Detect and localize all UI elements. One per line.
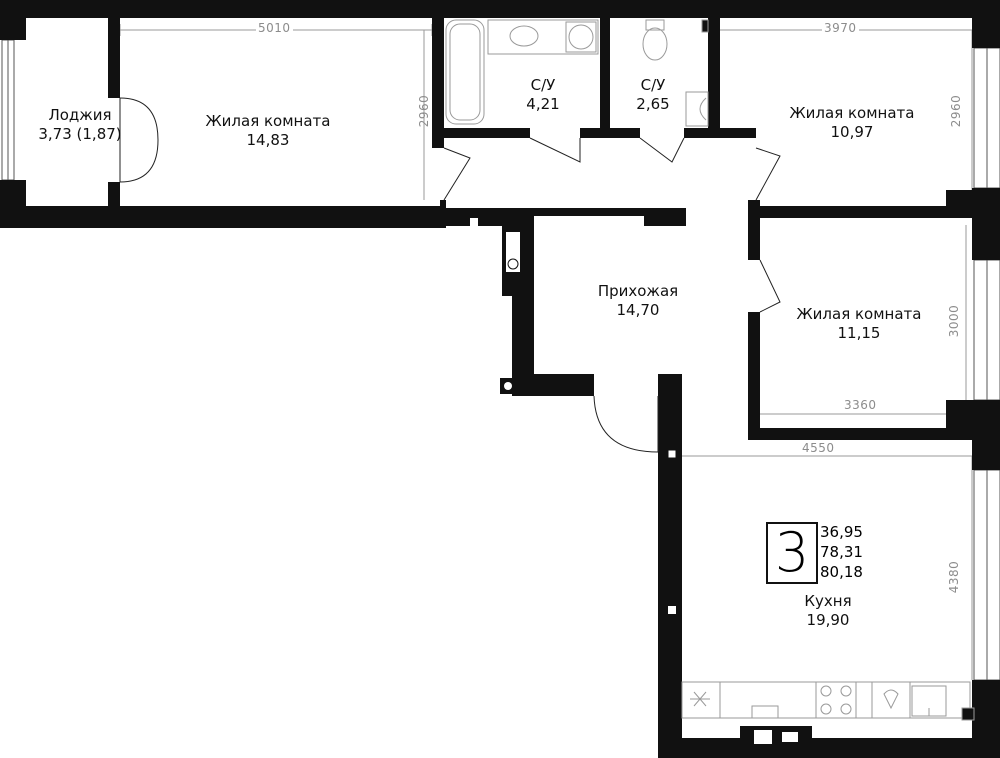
dim-kitchen-width: 4550 bbox=[800, 441, 837, 455]
living-room-1-label: Жилая комната 14,83 bbox=[206, 112, 331, 150]
room-area: 2,65 bbox=[636, 95, 670, 113]
living-room-2-label: Жилая комната 10,97 bbox=[790, 104, 915, 142]
dim-kitchen-depth: 4380 bbox=[947, 560, 961, 594]
dim-living2-depth: 2960 bbox=[949, 94, 963, 128]
room-area: 14,70 bbox=[616, 301, 660, 319]
living-area: 36,95 bbox=[820, 523, 863, 541]
hallway-label: Прихожая 14,70 bbox=[598, 282, 678, 320]
bathroom-1-label: С/У 4,21 bbox=[526, 76, 559, 114]
loggia-label: Лоджия 3,73 (1,87) bbox=[38, 106, 121, 144]
room-name: Жилая комната bbox=[205, 112, 331, 130]
kitchen-label: Кухня 19,90 bbox=[804, 592, 851, 630]
room-area: 10,97 bbox=[830, 123, 874, 141]
room-area: 14,83 bbox=[246, 131, 290, 149]
rooms-count: 3 bbox=[766, 522, 818, 584]
bathroom-2-label: С/У 2,65 bbox=[636, 76, 669, 114]
room-name: С/У bbox=[530, 76, 556, 94]
dim-living1-width: 5010 bbox=[256, 21, 293, 35]
hall-shaft bbox=[500, 226, 677, 614]
room-area: 4,21 bbox=[526, 95, 560, 113]
room-area: 19,90 bbox=[806, 611, 850, 629]
dim-living3-depth: 3000 bbox=[947, 304, 961, 338]
living-room-3-label: Жилая комната 11,15 bbox=[797, 305, 922, 343]
room-name: Кухня bbox=[804, 592, 852, 610]
kitchen-fixtures bbox=[681, 681, 975, 721]
room-name: Жилая комната bbox=[789, 104, 915, 122]
total-area: 78,31 bbox=[820, 543, 863, 561]
apartment-badge: 3 36,95 78,31 80,18 bbox=[766, 522, 886, 584]
dim-living1-depth: 2960 bbox=[417, 94, 431, 128]
room-name: Жилая комната bbox=[796, 305, 922, 323]
dim-living3-width: 3360 bbox=[842, 398, 879, 412]
doors bbox=[119, 97, 781, 453]
dim-living2-width: 3970 bbox=[822, 21, 859, 35]
room-name: С/У bbox=[640, 76, 666, 94]
room-area: 11,15 bbox=[837, 324, 881, 342]
room-name: Лоджия bbox=[48, 106, 112, 124]
room-area: 3,73 (1,87) bbox=[38, 125, 122, 143]
room-name: Прихожая bbox=[597, 282, 679, 300]
area-summary: 36,95 78,31 80,18 bbox=[820, 522, 886, 584]
total-area-with-loggia: 80,18 bbox=[820, 563, 863, 581]
bath-fixtures bbox=[445, 19, 709, 127]
